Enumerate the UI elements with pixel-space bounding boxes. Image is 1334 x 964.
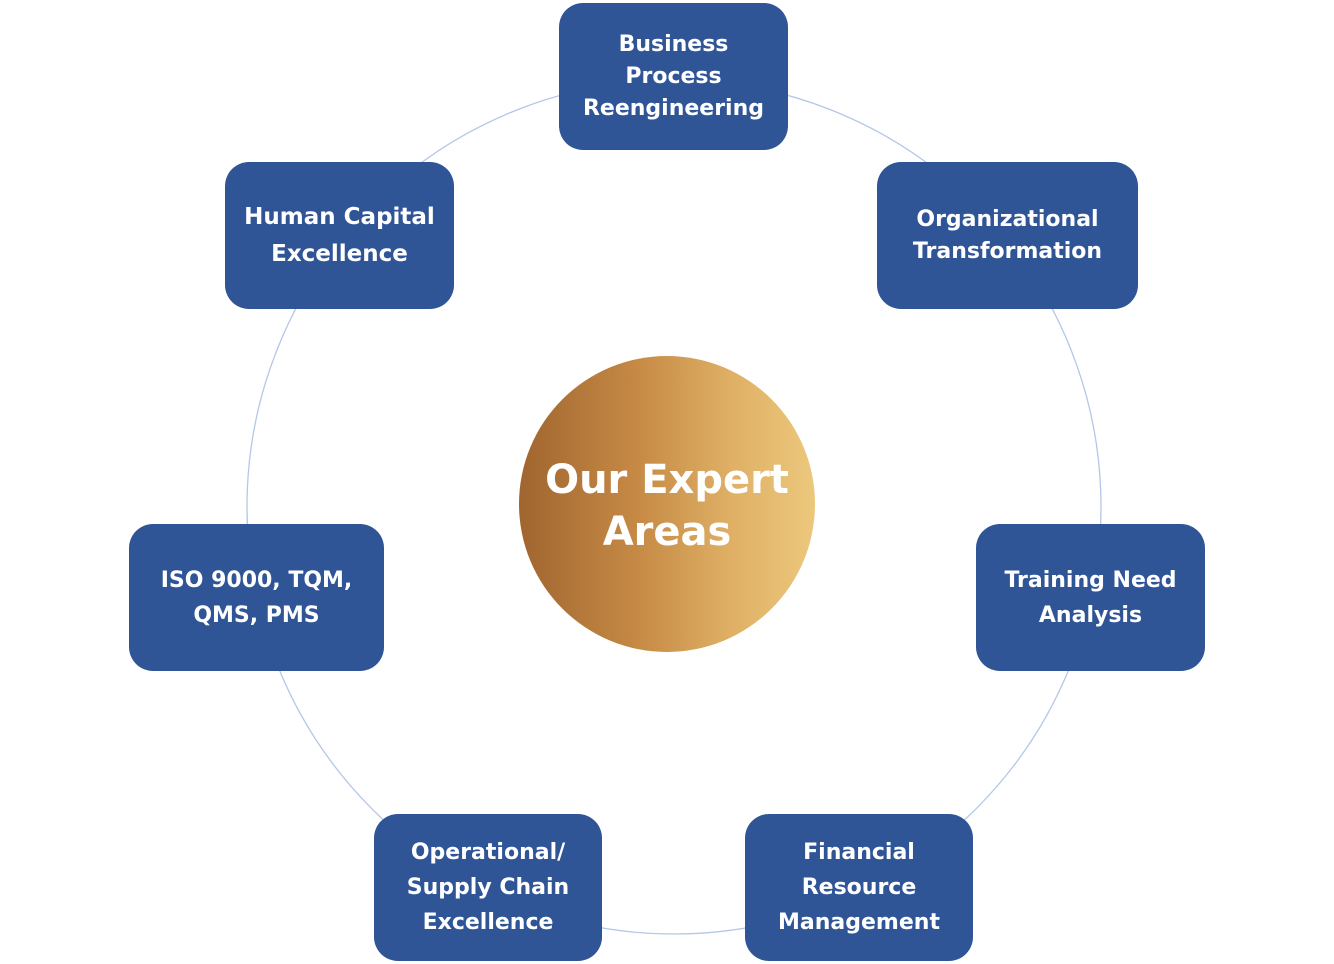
center-circle: Our Expert Areas <box>519 356 815 652</box>
node-human-capital-excellence: Human Capital Excellence <box>225 162 454 309</box>
node-business-process-reengineering: Business Process Reengineering <box>559 3 788 150</box>
node-label: Organizational Transformation <box>912 206 1103 264</box>
node-label: Business Process Reengineering <box>582 31 765 121</box>
center-title: Our Expert Areas <box>545 457 789 555</box>
node-training-need-analysis: Training Need Analysis <box>976 524 1205 671</box>
node-organizational-transformation: Organizational Transformation <box>877 162 1138 309</box>
node-iso-tqm-qms-pms: ISO 9000, TQM, QMS, PMS <box>129 524 384 671</box>
node-label: ISO 9000, TQM, QMS, PMS <box>160 567 353 628</box>
node-financial-resource-management: Financial Resource Management <box>745 814 973 961</box>
node-operational-supply-chain-excellence: Operational/ Supply Chain Excellence <box>374 814 602 961</box>
node-label: Financial Resource Management <box>778 840 940 935</box>
node-label: Human Capital Excellence <box>244 203 435 267</box>
node-label: Training Need Analysis <box>1004 567 1177 628</box>
node-label: Operational/ Supply Chain Excellence <box>406 840 570 935</box>
